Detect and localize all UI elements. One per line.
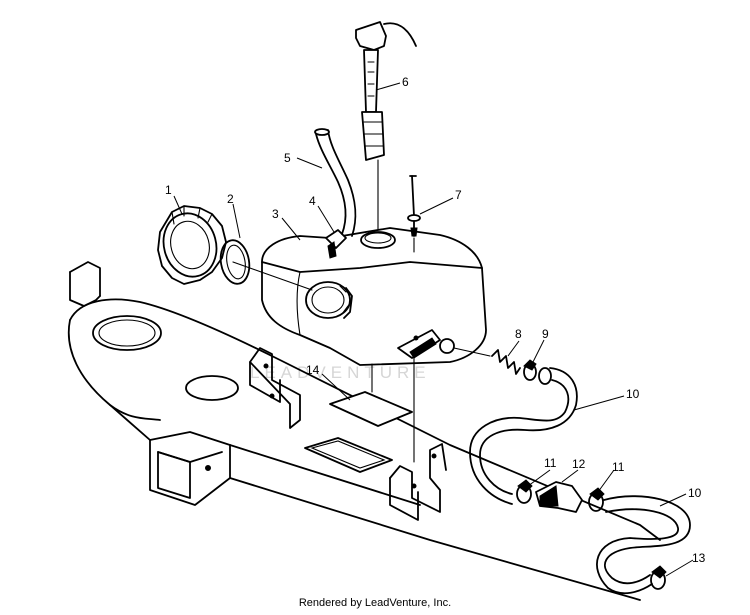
leader-lines [173,82,694,577]
callout-2: 2 [227,192,234,206]
callout-5: 5 [284,151,291,165]
part-7-sensor [407,175,421,237]
callout-14: 14 [306,363,320,377]
part-11-clamp-right [588,487,605,512]
callout-12: 12 [572,457,586,471]
part-8-spring [491,349,521,375]
part-4-fitting [325,229,347,259]
callouts: 1 2 3 4 5 6 7 8 9 10 10 11 11 12 13 14 [165,75,706,565]
part-1-filler-cap [157,205,227,285]
callout-13: 13 [692,551,706,565]
part-9-clamp [523,359,552,385]
callout-10-upper: 10 [626,387,640,401]
callout-6: 6 [402,75,409,89]
callout-8: 8 [515,327,522,341]
callout-1: 1 [165,183,172,197]
part-3-oil-tank [261,227,487,366]
part-10-hose-lower [596,495,691,595]
callout-7: 7 [455,188,462,202]
callout-11-right: 11 [612,460,625,474]
callout-3: 3 [272,207,279,221]
frame [67,261,661,601]
render-credit: Rendered by LeadVenture, Inc. [298,597,452,609]
part-5-vent-hose [314,128,357,237]
part-13-clamp [650,565,667,590]
part-2-gasket [219,239,251,285]
part-11-clamp-left [516,479,533,504]
part-10-hose-upper [469,367,578,505]
part-6-dipstick [355,21,417,161]
callout-4: 4 [309,194,316,208]
watermark-text: LEADVENTURE [250,363,431,382]
callout-10-lower: 10 [688,486,702,500]
part-14-pad [329,391,413,427]
part-12-filter [535,481,583,513]
assembly-lines [232,159,491,463]
callout-11-left: 11 [544,456,557,470]
callout-9: 9 [542,327,549,341]
